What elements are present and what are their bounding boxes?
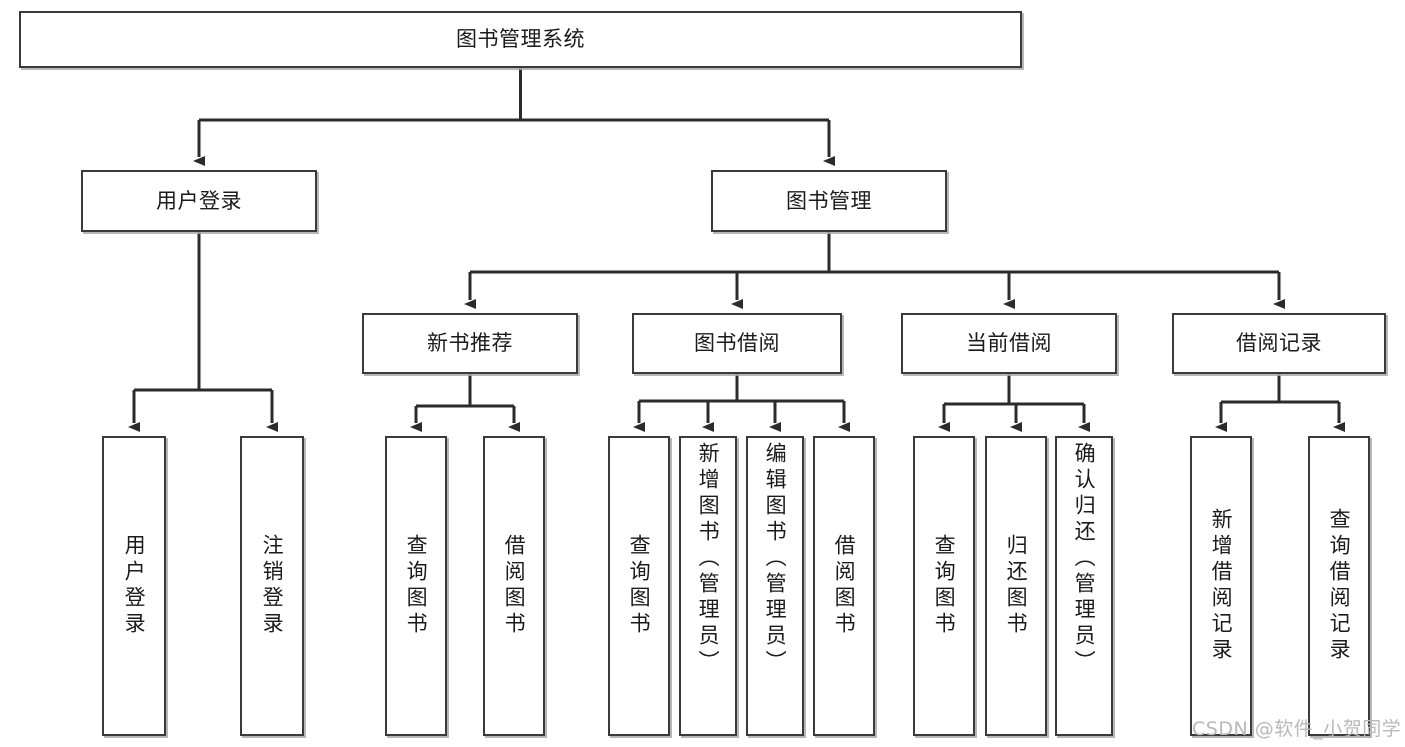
leaf-node-box-8[interactable]: 查询图书: [913, 436, 975, 736]
leaf-node-box-12[interactable]: 查询借阅记录: [1308, 436, 1370, 736]
leaf-node-label: 编辑图书（管理员）: [763, 442, 788, 676]
leaf-node-box-10[interactable]: 确认归还（管理员）: [1055, 436, 1113, 736]
leaf-node-label: 新增借阅记录: [1209, 508, 1234, 664]
leaf-node-label: 归还图书: [1004, 534, 1029, 638]
leaf-node-box-1[interactable]: 注销登录: [240, 436, 304, 736]
level3-node-label: 新书推荐: [427, 331, 513, 356]
watermark-text: CSDN @软件_小贺同学: [1192, 718, 1402, 740]
level3-node-label: 当前借阅: [966, 331, 1052, 356]
leaf-node-box-4[interactable]: 查询图书: [608, 436, 670, 736]
root-node-box-0[interactable]: 图书管理系统: [19, 11, 1022, 68]
leaf-node-box-2[interactable]: 查询图书: [385, 436, 447, 736]
level2-node-label: 用户登录: [156, 188, 242, 213]
level3-node-box-1[interactable]: 图书借阅: [632, 313, 842, 374]
leaf-node-label: 借阅图书: [832, 534, 857, 638]
leaf-node-label: 借阅图书: [502, 534, 527, 638]
leaf-node-box-9[interactable]: 归还图书: [985, 436, 1047, 736]
leaf-node-label: 注销登录: [260, 534, 285, 638]
leaf-node-label: 查询图书: [404, 534, 429, 638]
leaf-node-box-11[interactable]: 新增借阅记录: [1190, 436, 1252, 736]
leaf-node-label: 查询图书: [627, 534, 652, 638]
level3-node-box-3[interactable]: 借阅记录: [1172, 313, 1386, 374]
level3-node-box-2[interactable]: 当前借阅: [901, 313, 1117, 374]
level2-node-box-0[interactable]: 用户登录: [81, 170, 317, 232]
level3-node-label: 借阅记录: [1236, 331, 1322, 356]
root-node-label: 图书管理系统: [456, 27, 585, 52]
leaf-node-box-0[interactable]: 用户登录: [102, 436, 166, 736]
leaf-node-box-5[interactable]: 新增图书（管理员）: [679, 436, 737, 736]
leaf-node-box-3[interactable]: 借阅图书: [483, 436, 545, 736]
level2-node-box-1[interactable]: 图书管理: [711, 170, 947, 232]
leaf-node-label: 新增图书（管理员）: [696, 442, 721, 676]
level3-node-label: 图书借阅: [694, 331, 780, 356]
leaf-node-box-7[interactable]: 借阅图书: [813, 436, 875, 736]
level3-node-box-0[interactable]: 新书推荐: [362, 313, 578, 374]
leaf-node-label: 用户登录: [122, 534, 147, 638]
leaf-node-box-6[interactable]: 编辑图书（管理员）: [746, 436, 804, 736]
level2-node-label: 图书管理: [786, 188, 872, 213]
leaf-node-label: 确认归还（管理员）: [1072, 442, 1097, 676]
leaf-node-label: 查询图书: [932, 534, 957, 638]
leaf-node-label: 查询借阅记录: [1327, 508, 1352, 664]
